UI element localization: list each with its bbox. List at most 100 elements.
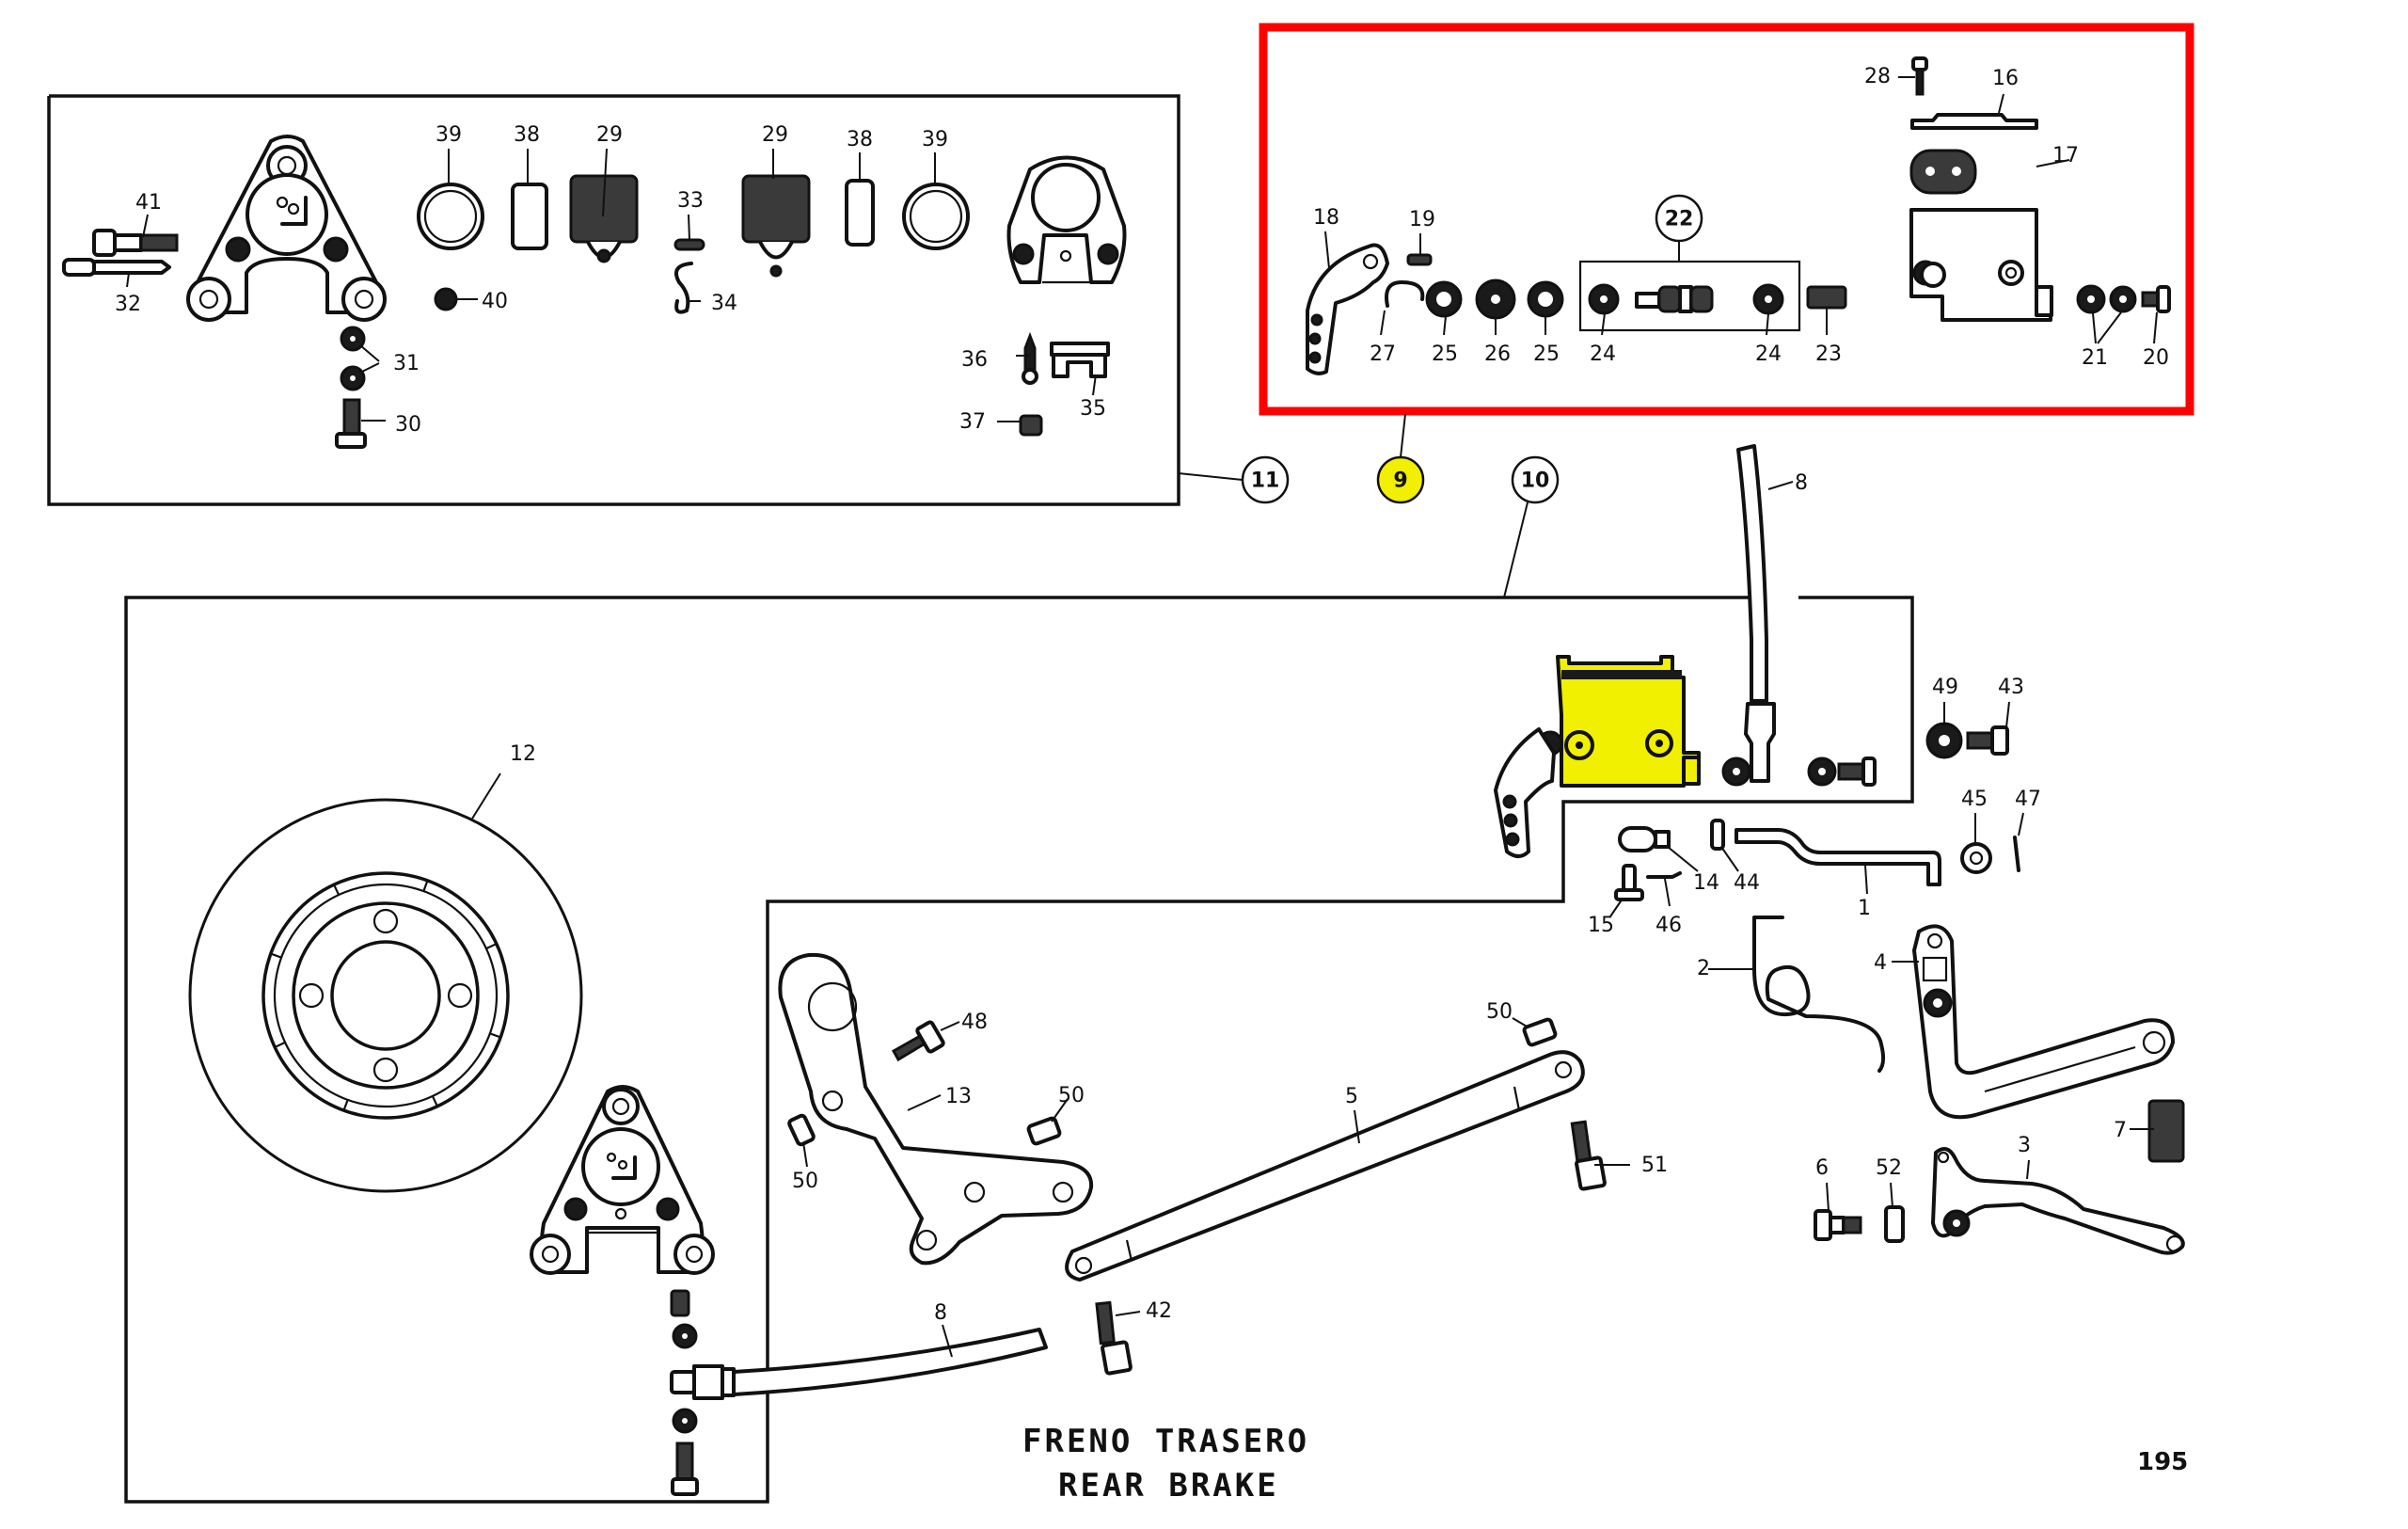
nut-50-right[interactable] (1522, 1017, 1558, 1047)
piston-kit-22-box[interactable] (1578, 260, 1801, 332)
pedal-arm-4[interactable] (1912, 924, 2175, 1120)
pad-clip-34[interactable] (674, 262, 693, 314)
seal-ring-39-left[interactable] (417, 183, 484, 250)
label-33: 33 (677, 189, 704, 213)
label-30: 30 (395, 413, 421, 437)
bolt-48[interactable] (891, 1020, 945, 1062)
cup-24-a[interactable] (1588, 283, 1620, 315)
actuating-lever-18[interactable] (1306, 243, 1389, 375)
washer-lower-a[interactable] (672, 1323, 698, 1349)
brake-pad-29-right[interactable] (741, 174, 811, 278)
clevis-14[interactable] (1618, 826, 1671, 852)
locknut-44[interactable] (1710, 819, 1725, 851)
label-19: 19 (1409, 208, 1435, 231)
label-38-left: 38 (514, 123, 540, 147)
pad-spring-33[interactable] (673, 238, 705, 251)
label-36: 36 (961, 348, 988, 372)
actuating-lever-assembled[interactable] (1494, 727, 1556, 858)
brake-disc-12[interactable] (188, 798, 583, 1193)
return-spring-2[interactable] (1752, 916, 1886, 1073)
nut-50-left[interactable] (787, 1113, 816, 1147)
circlip-27[interactable] (1385, 280, 1425, 308)
piston-38-left[interactable] (511, 183, 548, 250)
callout-11[interactable]: 11 (1241, 455, 1290, 504)
caliper-assembled[interactable] (530, 1085, 715, 1275)
seal-26[interactable] (1475, 279, 1516, 320)
nut-49[interactable] (1925, 722, 1963, 759)
return-spring-23[interactable] (1806, 285, 1847, 310)
washer-45[interactable] (1960, 842, 1992, 874)
bolt-42[interactable] (1095, 1300, 1133, 1376)
seal-ring-39-right[interactable] (902, 183, 970, 250)
cover-screw-28[interactable] (1911, 56, 1928, 96)
label-17: 17 (2052, 144, 2079, 167)
piston-38-right[interactable] (845, 179, 875, 247)
caliper-body-right[interactable] (1006, 155, 1127, 284)
bolt-51[interactable] (1570, 1120, 1607, 1191)
caliper-pin-32[interactable] (62, 258, 171, 277)
label-39-left: 39 (436, 123, 462, 147)
bleeder-36[interactable] (1022, 331, 1038, 385)
pin-15[interactable] (1614, 864, 1644, 901)
link-rod-5[interactable] (1065, 1050, 1585, 1282)
callout-11-label: 11 (1251, 470, 1280, 493)
washer-25-b[interactable] (1527, 280, 1564, 318)
callout-9[interactable]: 9 (1376, 455, 1425, 504)
mounting-plate-13[interactable] (778, 952, 1094, 1266)
caliper-body-left[interactable] (186, 135, 387, 322)
label-6: 6 (1815, 1156, 1829, 1180)
plug-37[interactable] (1019, 414, 1043, 437)
label-28: 28 (1864, 65, 1891, 88)
label-20: 20 (2143, 346, 2169, 370)
label-24-b: 24 (1755, 342, 1782, 366)
label-39-right: 39 (922, 128, 948, 151)
washer-25-a[interactable] (1425, 280, 1463, 318)
footrest-rubber-7[interactable] (2147, 1099, 2185, 1163)
caliper-bolt-41[interactable] (92, 229, 179, 257)
label-24-a: 24 (1590, 342, 1616, 366)
washers-31[interactable] (340, 326, 366, 391)
piston-22[interactable] (1635, 285, 1714, 313)
bracket-35[interactable] (1050, 342, 1110, 378)
label-1: 1 (1858, 897, 1871, 920)
label-31: 31 (393, 352, 420, 375)
washers-21[interactable] (2076, 284, 2137, 314)
callout-9-leader (1400, 413, 1406, 458)
brake-hose-8-upper[interactable] (1736, 444, 1776, 783)
master-cylinder-9-highlighted[interactable] (1537, 655, 1701, 788)
callout-10[interactable]: 10 (1511, 455, 1560, 504)
pedal-lever-3[interactable] (1931, 1147, 2185, 1255)
master-cylinder-body-exploded[interactable] (1909, 208, 2053, 322)
label-29-left: 29 (596, 123, 623, 147)
selected-group-frame[interactable] (1259, 23, 2194, 416)
bleed-cap-40[interactable] (434, 287, 458, 311)
brake-hose-8-lower[interactable] (670, 1328, 1048, 1400)
bolt-6[interactable] (1814, 1209, 1862, 1241)
page-number: 195 (2137, 1448, 2188, 1476)
pin-19[interactable] (1406, 253, 1433, 266)
bolt-30[interactable] (335, 398, 367, 449)
bolt-43[interactable] (1966, 725, 2009, 756)
cup-24-b[interactable] (1752, 283, 1784, 315)
label-32: 32 (115, 293, 141, 316)
label-2: 2 (1697, 957, 1710, 980)
label-34: 34 (711, 292, 737, 315)
bleeder-spring[interactable] (670, 1289, 690, 1317)
banjo-bolt-lower[interactable] (671, 1441, 699, 1496)
label-25-a: 25 (1432, 342, 1458, 366)
reservoir-gasket-17[interactable] (1909, 149, 1977, 195)
pushrod-1[interactable] (1735, 828, 1941, 886)
label-15: 15 (1588, 914, 1614, 937)
washer-assembled-a[interactable] (1721, 757, 1751, 787)
reservoir-cover-16[interactable] (1910, 113, 2038, 130)
nut-50-center[interactable] (1026, 1116, 1062, 1146)
label-37: 37 (959, 410, 986, 434)
split-pin-47[interactable] (2013, 836, 2020, 872)
banjo-bolt-20[interactable] (2141, 285, 2171, 313)
nut-52[interactable] (1884, 1205, 1905, 1243)
callout-22[interactable]: 22 (1655, 194, 1703, 243)
banjo-bolt-assembled[interactable] (1837, 757, 1877, 787)
split-pin-46[interactable] (1646, 871, 1682, 879)
washer-lower-b[interactable] (672, 1408, 698, 1434)
washer-assembled-b[interactable] (1807, 757, 1837, 787)
